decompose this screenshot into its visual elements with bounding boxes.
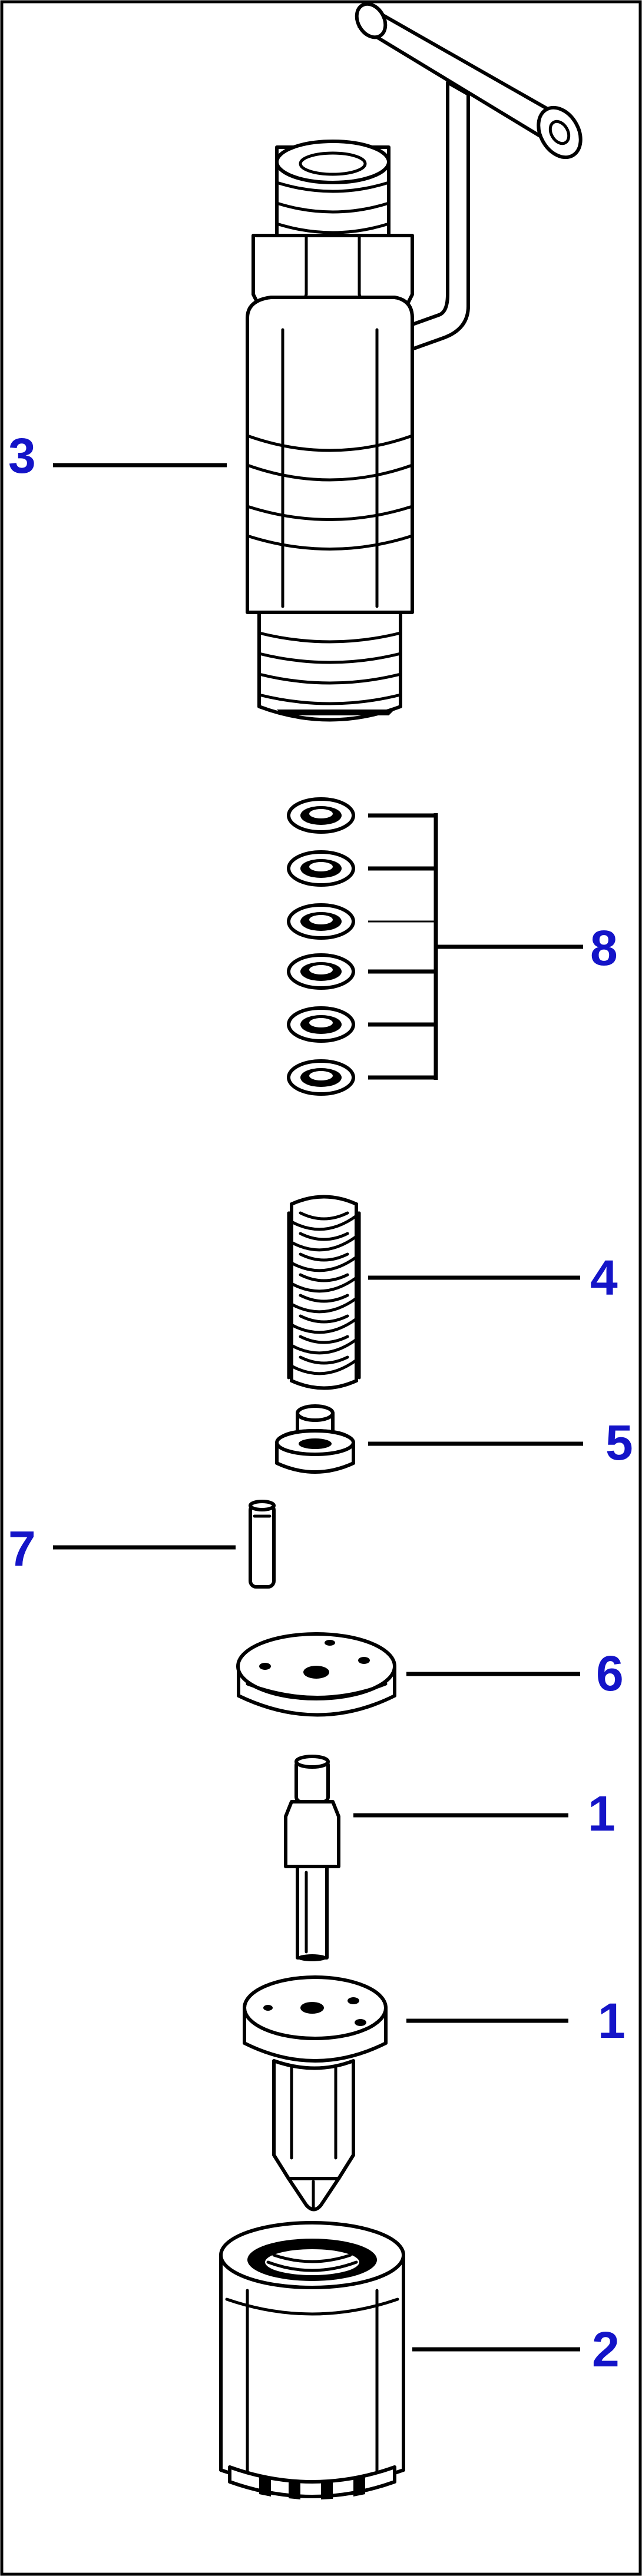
callout-7: 7 — [8, 1521, 36, 1576]
shim-4 — [287, 953, 355, 990]
shim-3 — [287, 903, 355, 940]
shim-6 — [287, 1059, 355, 1096]
holder-bottom-thread — [257, 611, 402, 722]
shim-1 — [287, 797, 355, 834]
callout-6: 6 — [596, 1646, 624, 1701]
shim-5 — [287, 1006, 355, 1043]
part-nozzle-needle — [284, 1755, 340, 1961]
callout-2: 2 — [592, 2322, 620, 2377]
part-spring-seat — [275, 1404, 355, 1474]
part-nozzle-body — [243, 1975, 388, 2212]
part-distance-piece — [236, 1632, 396, 1717]
shim-2 — [287, 850, 355, 887]
callout-5: 5 — [605, 1415, 633, 1470]
callout-3: 3 — [8, 428, 36, 483]
leader-line-8 — [368, 813, 583, 1080]
holder-body — [246, 296, 414, 614]
part-injector-holder — [246, 2, 583, 722]
callout-1-body: 1 — [598, 1993, 626, 2048]
part-spring — [287, 1195, 361, 1390]
leak-off-pipe — [355, 2, 583, 355]
callout-4: 4 — [590, 1250, 618, 1305]
part-shims — [287, 797, 355, 1096]
callout-1-needle: 1 — [588, 1786, 615, 1841]
part-pin — [249, 1500, 276, 1589]
part-retaining-nut — [219, 2221, 405, 2499]
callout-8: 8 — [590, 920, 618, 976]
